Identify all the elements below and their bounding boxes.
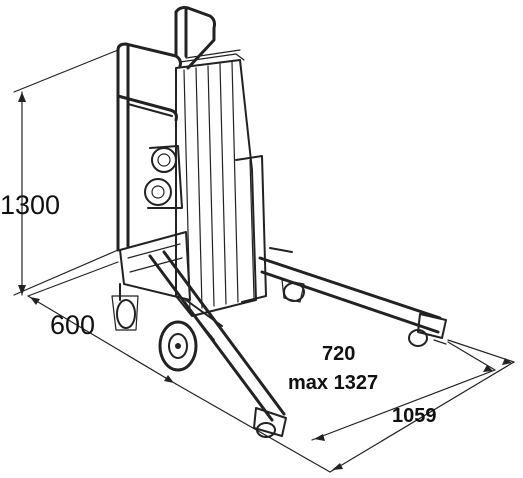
- height-label: 1300: [0, 190, 60, 220]
- width-dimension: [27, 261, 177, 385]
- extension-dimension: [311, 341, 496, 441]
- extended-min-label: 720: [322, 343, 355, 365]
- height-dimension: [13, 49, 119, 296]
- extended-max-label: max 1327: [288, 372, 378, 394]
- width-label: 600: [50, 310, 95, 340]
- lift-illustration: [111, 6, 447, 438]
- length-label: 1059: [392, 405, 437, 427]
